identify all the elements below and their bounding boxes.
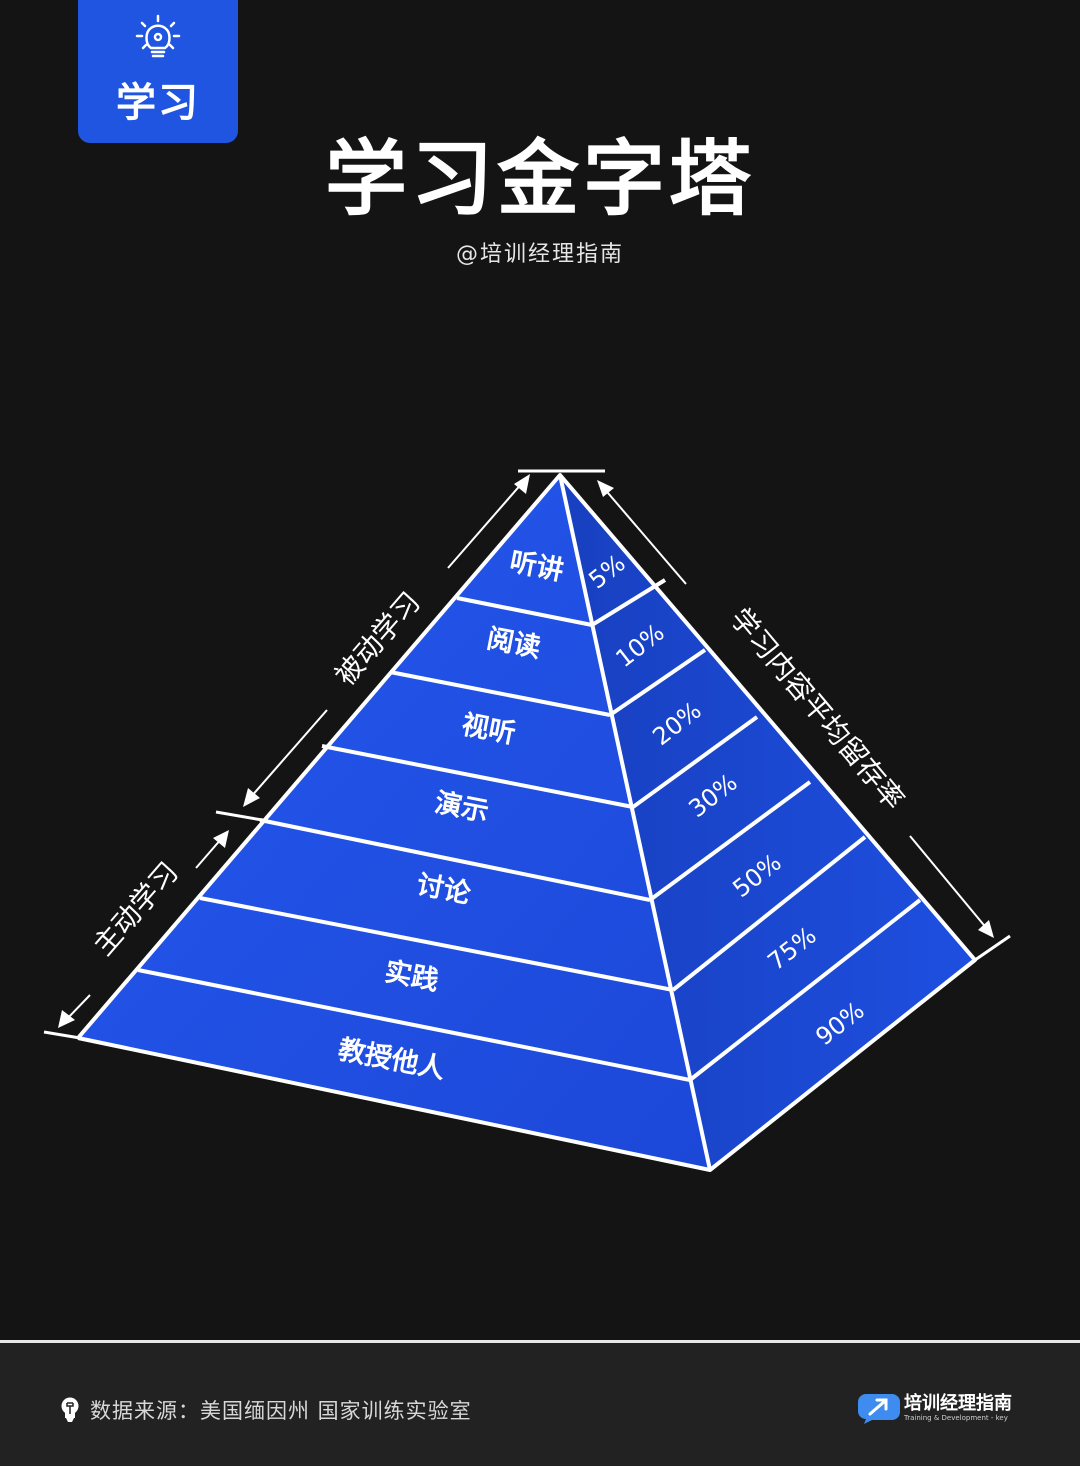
lightbulb-icon bbox=[61, 1397, 79, 1422]
arrow-bubble-icon bbox=[858, 1394, 900, 1424]
page-subtitle: @培训经理指南 bbox=[455, 242, 624, 267]
page-title: 学习金字塔 bbox=[324, 132, 755, 227]
data-source: 数据来源：美国缅因州 国家训练实验室 bbox=[60, 1395, 472, 1425]
footer bbox=[0, 1343, 1080, 1466]
category-badge: 学习 bbox=[78, 0, 238, 143]
badge-label: 学习 bbox=[116, 80, 200, 126]
learning-pyramid: 听讲 阅读 视听 演示 讨论 实践 教授他人 5% 10% 20% 30% 50… bbox=[43, 469, 1011, 1172]
logo-title: 培训经理指南 bbox=[904, 1392, 1012, 1414]
data-source-text: 数据来源：美国缅因州 国家训练实验室 bbox=[90, 1399, 472, 1423]
brand-logo: 培训经理指南 Training & Development - key bbox=[858, 1392, 1012, 1424]
pyramid-right-face bbox=[560, 475, 975, 1170]
logo-subtitle: Training & Development - key bbox=[904, 1413, 1008, 1422]
pyramid-left-face bbox=[78, 475, 710, 1170]
footer-divider bbox=[0, 1340, 1080, 1343]
lightbulb-gear-icon bbox=[135, 14, 181, 58]
